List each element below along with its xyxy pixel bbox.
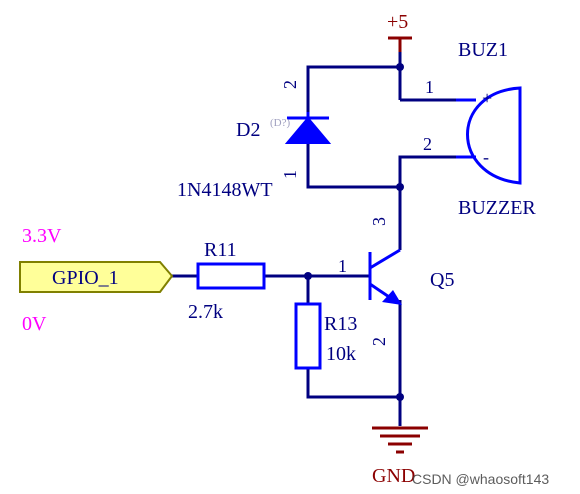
diode-tag: (D?): [270, 117, 290, 129]
junctions: [304, 63, 404, 401]
wire-r13-bottom: [306, 368, 400, 399]
junction-vcc: [396, 63, 404, 71]
diode-pin2-label: 2: [280, 80, 300, 89]
gnd-label: GND: [372, 465, 415, 487]
buzzer-pin1-label: 1: [425, 77, 434, 97]
r13-body: [294, 302, 322, 370]
r11-designator: R11: [204, 239, 237, 261]
vcc-label: +5: [387, 11, 408, 33]
buzzer-minus: -: [483, 147, 489, 167]
junction-collector: [396, 183, 404, 191]
gpio-port-label: GPIO_1: [52, 267, 119, 289]
junction-base: [304, 272, 312, 280]
diode-designator: D2: [236, 119, 260, 141]
buzzer-name: BUZZER: [458, 197, 536, 219]
annotation-low: 0V: [22, 313, 47, 335]
gnd-symbol: [372, 426, 428, 454]
transistor-pin2-label: 2: [369, 337, 389, 346]
annotation-high: 3.3V: [22, 225, 62, 247]
gpio-port: [19, 261, 174, 293]
r11-body: [196, 262, 266, 290]
buzzer-plus: +: [482, 88, 492, 108]
diode-triangle: [284, 116, 332, 144]
diode-part: 1N4148WT: [177, 179, 273, 201]
r13-value: 10k: [326, 343, 356, 365]
diode-d2-symbol: [284, 112, 332, 144]
r11-value: 2.7k: [188, 301, 223, 323]
transistor-collector-leg: [369, 248, 401, 270]
buzzer-pin2-label: 2: [423, 134, 432, 154]
buzzer-symbol: [456, 86, 522, 185]
wire-diode-bottom: [306, 143, 400, 189]
diode-pin1-label: 1: [280, 170, 300, 179]
buzzer-designator: BUZ1: [458, 39, 508, 61]
transistor-q5-symbol: [368, 248, 401, 303]
transistor-designator: Q5: [430, 269, 454, 291]
watermark: CSDN @whaosoft143: [412, 471, 549, 487]
transistor-pin3-label: 3: [369, 217, 389, 226]
wire-buzzer-pin2: [398, 155, 456, 250]
wire-vcc-diode-top: [306, 65, 400, 118]
wires: [172, 52, 456, 426]
buzzer-body: [466, 86, 522, 185]
transistor-emitter-arrow: [382, 290, 402, 305]
r13-designator: R13: [324, 313, 357, 335]
transistor-pin1-label: 1: [338, 256, 347, 276]
junction-gnd: [396, 393, 404, 401]
